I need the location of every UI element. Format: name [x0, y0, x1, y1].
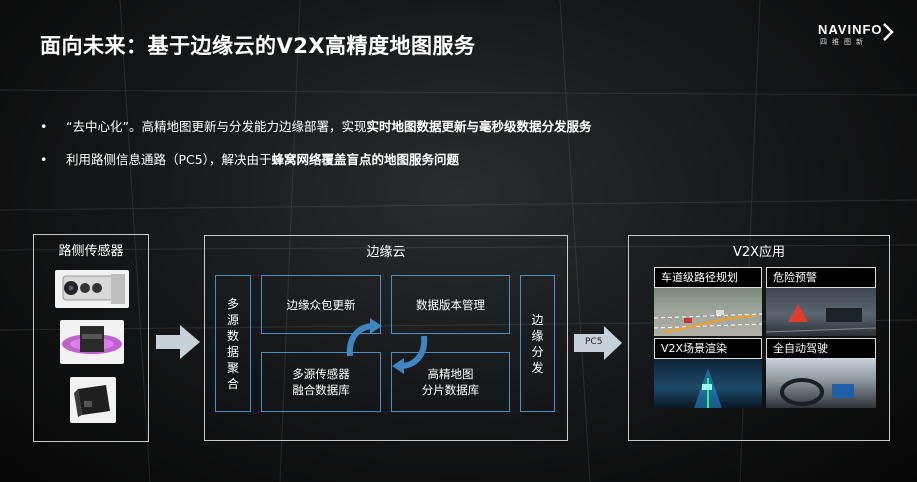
sync-cycle-icon — [342, 316, 432, 376]
edge-distribution-box: 边缘分发 — [520, 275, 555, 412]
version-management-label: 数据版本管理 — [416, 297, 485, 313]
bullet-text: 利用路侧信息通路（PC5），解决由于 — [66, 152, 271, 167]
bullet-marker: • — [40, 118, 47, 136]
sensors-panel: 路侧传感器 — [33, 234, 149, 442]
bullet-marker: • — [40, 151, 47, 169]
brand-logo: NAVINFO 四维图新 — [818, 22, 896, 46]
autonomous-driving-graphic — [766, 358, 876, 408]
edge-distribution-label: 边缘分发 — [531, 312, 545, 376]
scene-lane-planning: 车道级路径规划 — [654, 267, 762, 288]
aggregation-box: 多源数据聚合 — [215, 275, 251, 412]
v2x-render-image — [654, 358, 762, 408]
scene-v2x-render: V2X场景渲染 — [654, 338, 762, 359]
v2x-apps-title: V2X应用 — [629, 241, 889, 260]
bullet-list: • “去中心化”。高精地图更新与分发能力边缘部署，实现实时地图数据更新与毫秒级数… — [40, 118, 591, 184]
lidar-sensor-icon — [60, 320, 124, 364]
sensors-panel-title: 路侧传感器 — [34, 240, 148, 259]
bullet-item: • “去中心化”。高精地图更新与分发能力边缘部署，实现实时地图数据更新与毫秒级数… — [40, 118, 591, 136]
camera-sensor-icon — [55, 270, 129, 308]
lane-planning-graphic — [654, 288, 762, 336]
logo-subtitle: 四维图新 — [820, 37, 868, 47]
edge-cloud-title: 边缘云 — [205, 241, 567, 260]
crowdsource-update-label: 边缘众包更新 — [287, 297, 356, 313]
aggregation-label: 多源数据聚合 — [226, 296, 240, 392]
hazard-warning-image — [766, 288, 876, 336]
hazard-warning-graphic — [766, 288, 876, 336]
scene-autonomous-driving: 全自动驾驶 — [766, 338, 876, 359]
bullet-item: • 利用路侧信息通路（PC5），解决由于蜂窝网络覆盖盲点的地图服务问题 — [40, 151, 591, 169]
lane-planning-image — [654, 288, 762, 336]
logo-chevron-icon — [882, 23, 894, 41]
pc5-label: PC5 — [585, 337, 602, 347]
flow-arrow — [156, 325, 200, 359]
radar-sensor-icon — [70, 377, 116, 423]
logo-brand: NAVINFO — [818, 22, 883, 37]
v2x-render-graphic — [654, 358, 762, 408]
bullet-highlight: 实时地图数据更新与毫秒级数据分发服务 — [366, 119, 591, 134]
page-title: 面向未来：基于边缘云的V2X高精度地图服务 — [40, 30, 476, 60]
bullet-highlight: 蜂窝网络覆盖盲点的地图服务问题 — [271, 152, 459, 167]
bullet-text: “去中心化”。高精地图更新与分发能力边缘部署，实现 — [66, 119, 366, 134]
scene-hazard-warning: 危险预警 — [766, 267, 876, 288]
autonomous-driving-image — [766, 358, 876, 408]
